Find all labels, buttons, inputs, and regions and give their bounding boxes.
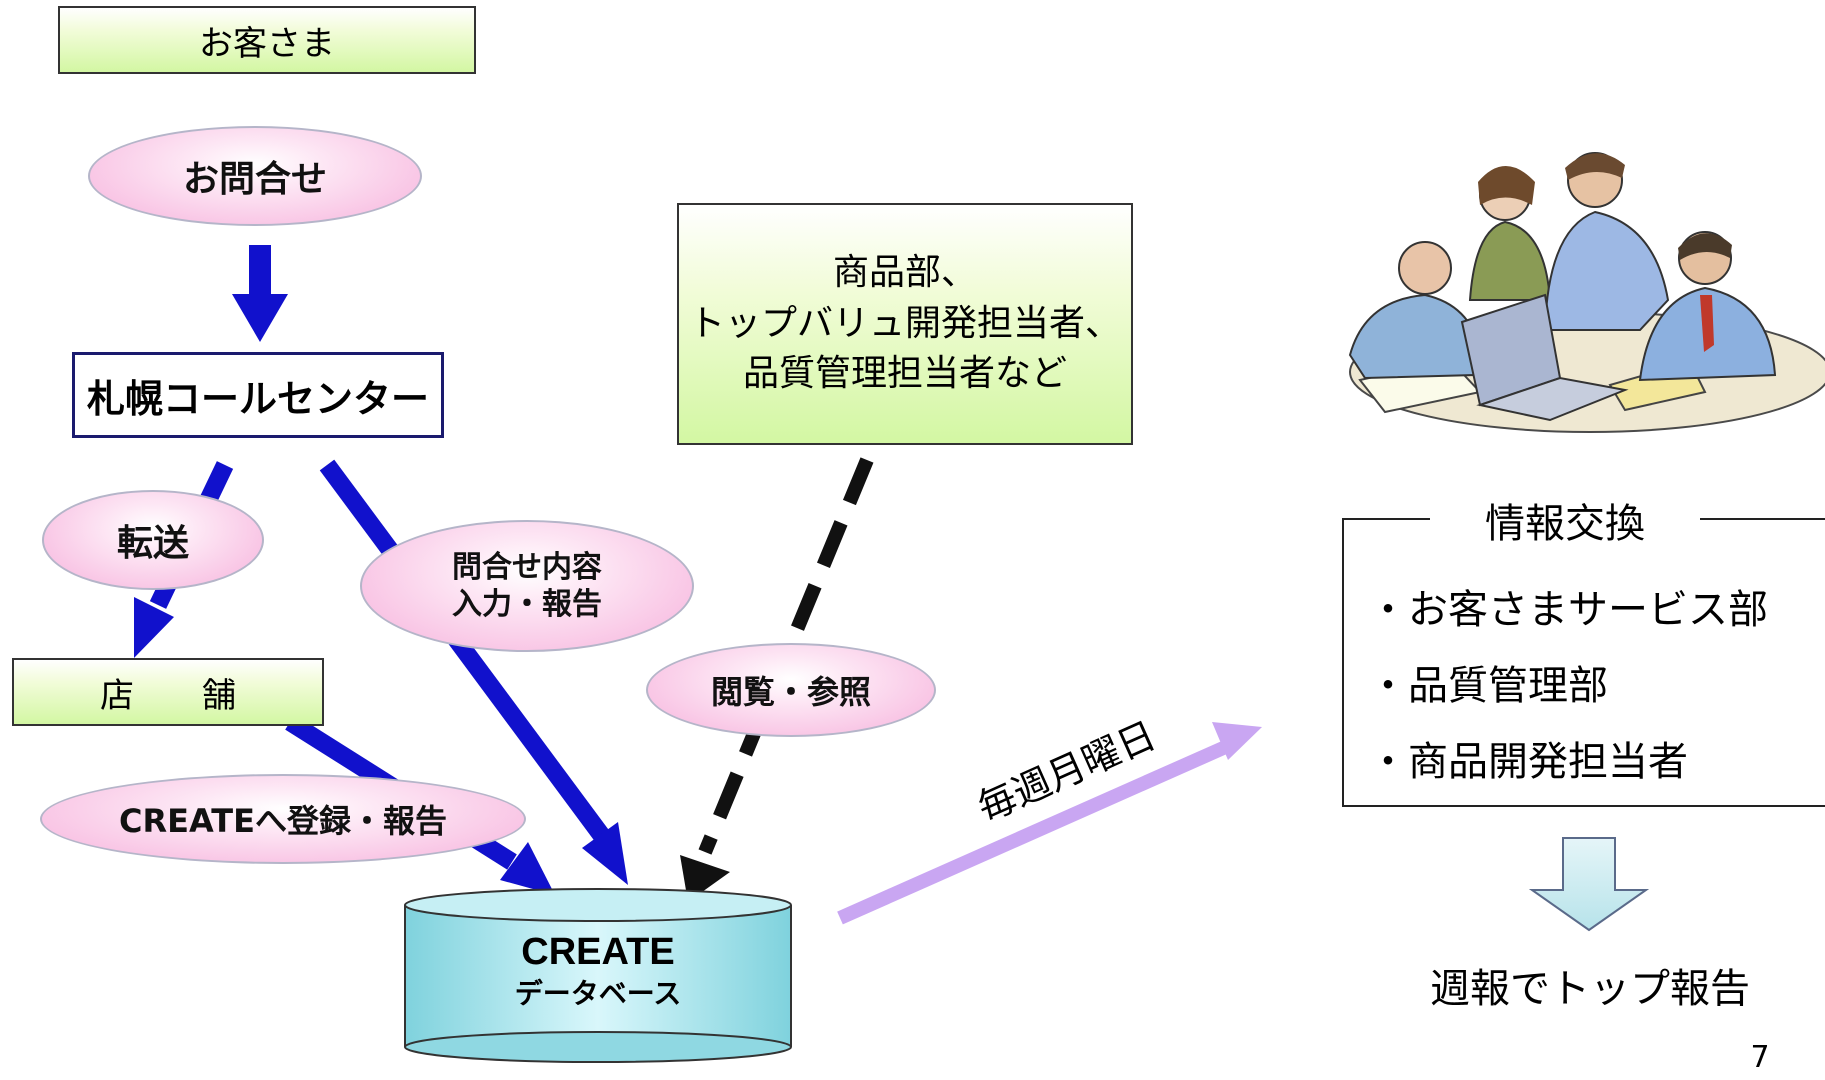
down-arrow-to-report bbox=[1528, 837, 1650, 932]
store-box: 店 舗 bbox=[12, 658, 324, 726]
arrow-callcenter-to-database bbox=[319, 459, 628, 885]
database-line2: データベース bbox=[514, 977, 682, 1011]
transfer-ellipse: 転送 bbox=[42, 490, 264, 590]
inquiry-content-line1: 問合せ内容 bbox=[452, 549, 602, 585]
database-cylinder bbox=[404, 888, 792, 1063]
meeting-people-clipart bbox=[1348, 152, 1825, 433]
page-number: 7 bbox=[1735, 1040, 1785, 1080]
exchange-item-3: ・商品開発担当者 bbox=[1368, 739, 1688, 785]
page-number-text: 7 bbox=[1750, 1040, 1770, 1075]
info-exchange-frame bbox=[1342, 518, 1825, 807]
inquiry-label: お問合せ bbox=[182, 159, 327, 200]
report-label-text: 週報でトップ報告 bbox=[1430, 966, 1750, 1012]
database-line1: CREATE bbox=[521, 930, 675, 973]
report-label: 週報でトップ報告 bbox=[1390, 955, 1790, 1015]
departments-line3: 品質管理担当者など bbox=[742, 353, 1067, 395]
register-ellipse: CREATEへ登録・報告 bbox=[40, 774, 526, 864]
register-label: CREATEへ登録・報告 bbox=[119, 802, 447, 840]
exchange-title-text: 情報交換 bbox=[1485, 501, 1645, 547]
exchange-item-1: ・お客さまサービス部 bbox=[1368, 587, 1768, 633]
exchange-item-2: ・品質管理部 bbox=[1368, 663, 1608, 709]
customer-box: お客さま bbox=[58, 6, 476, 74]
inquiry-content-ellipse: 問合せ内容 入力・報告 bbox=[360, 520, 694, 652]
transfer-label: 転送 bbox=[116, 523, 189, 564]
departments-line1: 商品部、 bbox=[832, 252, 977, 294]
customer-label: お客さま bbox=[199, 23, 335, 64]
exchange-title: 情報交換 bbox=[1430, 492, 1700, 548]
database-text: CREATE データベース bbox=[405, 922, 791, 1018]
arrow-weekly-report bbox=[837, 722, 1262, 925]
departments-box: 商品部、 トップバリュ開発担当者、 品質管理担当者など bbox=[677, 203, 1133, 445]
inquiry-content-line2: 入力・報告 bbox=[452, 587, 602, 622]
arrow-inquiry-to-callcenter bbox=[232, 245, 288, 342]
departments-line2: トップバリュ開発担当者、 bbox=[688, 302, 1121, 344]
browse-label: 閲覧・参照 bbox=[710, 673, 871, 711]
exchange-list: ・お客さまサービス部 ・品質管理部 ・商品開発担当者 bbox=[1368, 572, 1818, 792]
callcenter-label: 札幌コールセンター bbox=[86, 376, 429, 421]
browse-ellipse: 閲覧・参照 bbox=[646, 643, 936, 737]
callcenter-box: 札幌コールセンター bbox=[72, 352, 444, 438]
inquiry-ellipse: お問合せ bbox=[88, 126, 422, 226]
store-label: 店 舗 bbox=[100, 675, 236, 716]
